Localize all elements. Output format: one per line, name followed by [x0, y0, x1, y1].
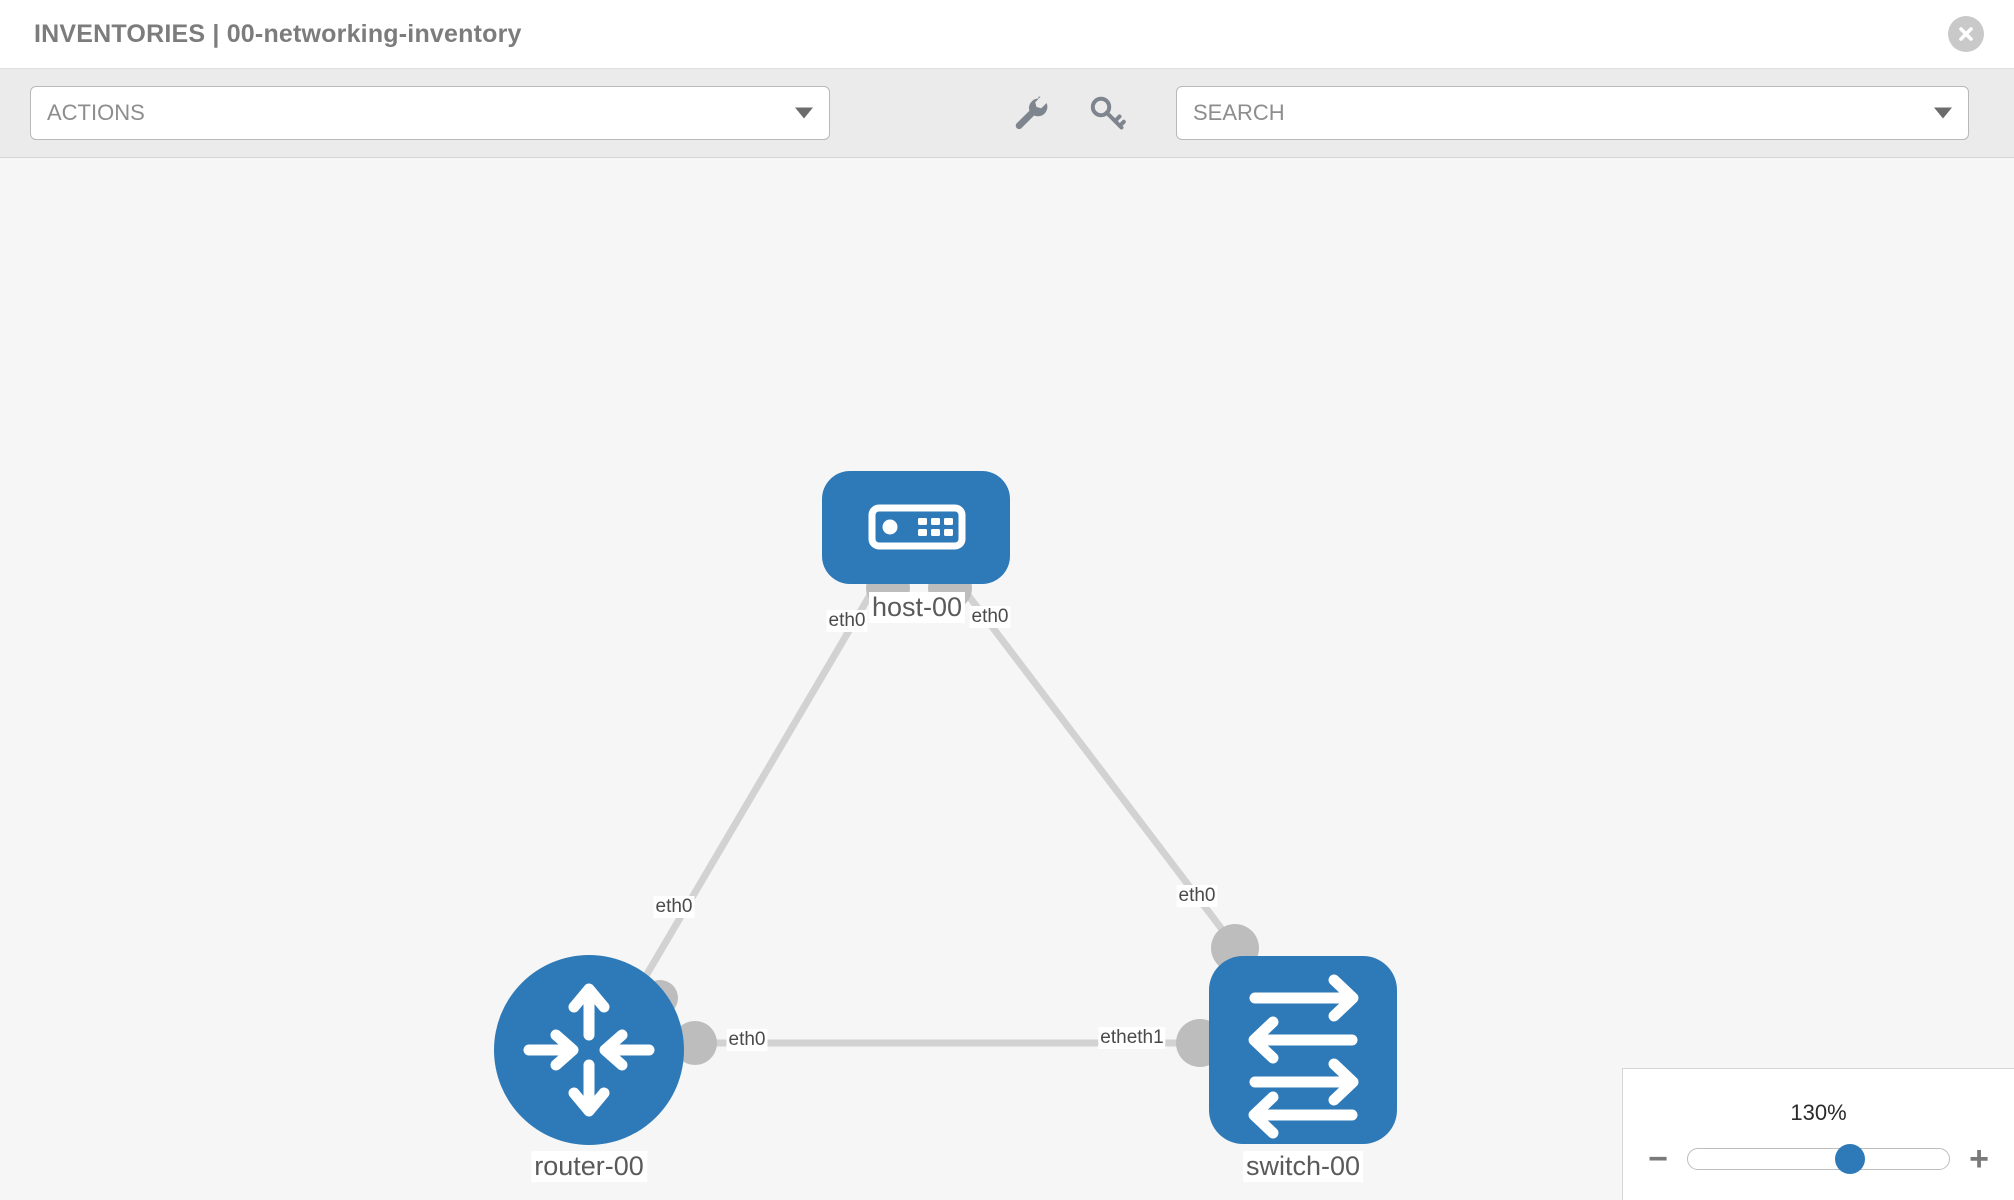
chevron-down-icon: [1934, 107, 1952, 119]
node-host-00[interactable]: [822, 471, 1010, 584]
zoom-control: 130% − +: [1622, 1068, 2014, 1200]
zoom-slider[interactable]: [1687, 1143, 1950, 1174]
zoom-row: − +: [1623, 1142, 2014, 1176]
page-header: INVENTORIES | 00-networking-inventory: [0, 0, 2014, 68]
edge-group: [636, 575, 1243, 1047]
node-label-router-00: router-00: [531, 1151, 647, 1182]
node-label-switch-00: switch-00: [1242, 1151, 1364, 1182]
connector-router00-right[interactable]: [673, 1021, 717, 1065]
server-icon: [868, 504, 966, 550]
zoom-in-button[interactable]: +: [1969, 1139, 1989, 1178]
iface-label: etheth1: [1098, 1027, 1166, 1049]
actions-dropdown-label: ACTIONS: [47, 100, 145, 125]
topology-canvas[interactable]: eth0 eth0 eth0 eth0 eth0 etheth1 host-00…: [0, 158, 2014, 1200]
zoom-level-label: 130%: [1790, 1099, 1847, 1125]
node-router-00[interactable]: [494, 955, 684, 1145]
iface-label: eth0: [826, 610, 868, 632]
iface-label: eth0: [726, 1029, 768, 1051]
toolbar: ACTIONS SEARCH: [0, 68, 2014, 158]
key-icon[interactable]: [1086, 92, 1128, 134]
search-placeholder: SEARCH: [1193, 100, 1285, 125]
edge-host00-router00[interactable]: [636, 576, 884, 988]
close-icon[interactable]: [1948, 16, 1984, 52]
iface-label: eth0: [653, 896, 695, 918]
iface-label: eth0: [1176, 885, 1218, 907]
zoom-slider-thumb[interactable]: [1834, 1143, 1865, 1174]
page-title: INVENTORIES | 00-networking-inventory: [34, 19, 522, 48]
iface-label: eth0: [969, 606, 1011, 628]
connector-group: [642, 566, 1259, 1067]
switch-arrows-icon: [1248, 974, 1359, 1139]
search-input[interactable]: SEARCH: [1176, 86, 1969, 140]
wrench-icon[interactable]: [1008, 92, 1050, 134]
router-arrows-icon: [523, 983, 655, 1117]
topology-graph: [494, 471, 1397, 1145]
zoom-out-button[interactable]: −: [1648, 1139, 1668, 1178]
node-label-host-00: host-00: [868, 592, 966, 623]
toolbar-icon-group: [1008, 92, 1128, 134]
node-switch-00[interactable]: [1209, 956, 1397, 1144]
actions-dropdown[interactable]: ACTIONS: [30, 86, 830, 140]
chevron-down-icon: [795, 107, 813, 119]
